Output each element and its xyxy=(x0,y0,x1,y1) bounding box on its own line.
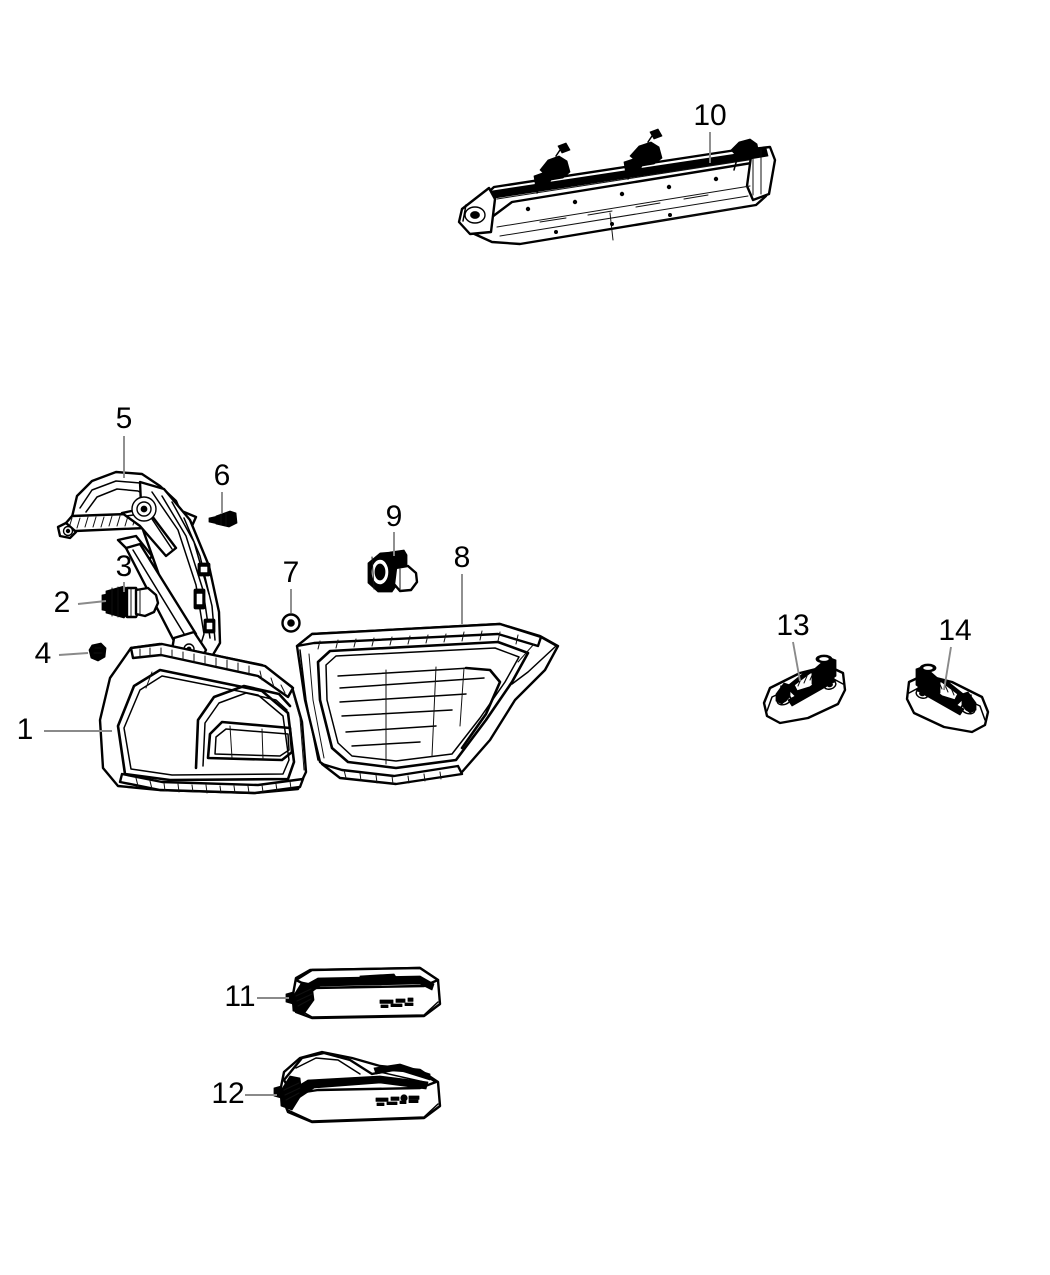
callout-center-high-mounted-stop-lamp[interactable]: 10 xyxy=(693,99,727,163)
chmsl-bracket-center xyxy=(623,128,663,180)
callout-number-5: 5 xyxy=(116,402,133,435)
callout-number-2: 2 xyxy=(54,586,71,619)
part-tail-lamp-outer-lens[interactable] xyxy=(98,642,308,795)
leader-line-14 xyxy=(943,646,952,691)
callout-retainer-nut[interactable]: 4 xyxy=(35,637,89,670)
molded-marking xyxy=(379,997,414,1008)
leader-line-13 xyxy=(792,641,801,682)
part-license-plate-lamp-right[interactable] xyxy=(905,663,990,734)
part-retainer-nut[interactable] xyxy=(88,642,107,662)
callout-number-13: 13 xyxy=(776,609,809,642)
callout-number-6: 6 xyxy=(214,459,231,492)
callout-number-1: 1 xyxy=(17,713,34,746)
leader-line-2 xyxy=(77,600,107,605)
callout-bulb[interactable]: 2 xyxy=(54,586,107,619)
part-center-high-mounted-stop-lamp[interactable] xyxy=(457,128,777,246)
callout-license-plate-lamp-left[interactable]: 13 xyxy=(776,609,810,682)
leader-line-4 xyxy=(58,652,89,656)
part-side-marker-lamp-left[interactable] xyxy=(285,966,442,1020)
callout-side-marker-lamp-right[interactable]: 12 xyxy=(211,1077,277,1110)
callout-bulb-socket[interactable]: 3 xyxy=(116,550,133,592)
part-tail-lamp-housing[interactable] xyxy=(56,470,222,664)
chmsl-bracket-right xyxy=(730,138,760,171)
chmsl-bracket-left xyxy=(533,142,571,194)
molded-marking xyxy=(375,1094,420,1106)
callout-number-8: 8 xyxy=(454,541,471,574)
callout-number-7: 7 xyxy=(283,556,300,589)
callout-tail-lamp-inner-lens[interactable]: 8 xyxy=(454,541,471,624)
callout-number-10: 10 xyxy=(693,99,726,132)
callout-number-4: 4 xyxy=(35,637,52,670)
callout-number-12: 12 xyxy=(211,1077,244,1110)
callout-washer[interactable]: 7 xyxy=(283,556,300,613)
callout-tail-lamp-housing[interactable]: 5 xyxy=(116,402,133,478)
callout-number-3: 3 xyxy=(116,550,133,583)
callout-bulb-and-socket-assembly[interactable]: 9 xyxy=(386,500,403,556)
callout-number-14: 14 xyxy=(938,614,971,647)
part-screw[interactable] xyxy=(208,510,238,528)
part-bulb[interactable] xyxy=(134,586,160,618)
part-side-marker-lamp-right[interactable] xyxy=(273,1050,442,1124)
part-tail-lamp-inner-lens[interactable] xyxy=(295,622,560,786)
part-license-plate-lamp-left[interactable] xyxy=(762,654,847,725)
part-washer[interactable] xyxy=(281,613,301,633)
callout-tail-lamp-outer-lens[interactable]: 1 xyxy=(17,713,112,746)
callout-license-plate-lamp-right[interactable]: 14 xyxy=(938,614,972,691)
callout-screw[interactable]: 6 xyxy=(214,459,231,513)
part-bulb-socket[interactable] xyxy=(101,585,140,619)
callout-number-9: 9 xyxy=(386,500,403,533)
callout-number-11: 11 xyxy=(224,980,255,1013)
callout-side-marker-lamp-left[interactable]: 11 xyxy=(224,980,289,1013)
part-bulb-socket-assembly[interactable] xyxy=(367,549,419,593)
